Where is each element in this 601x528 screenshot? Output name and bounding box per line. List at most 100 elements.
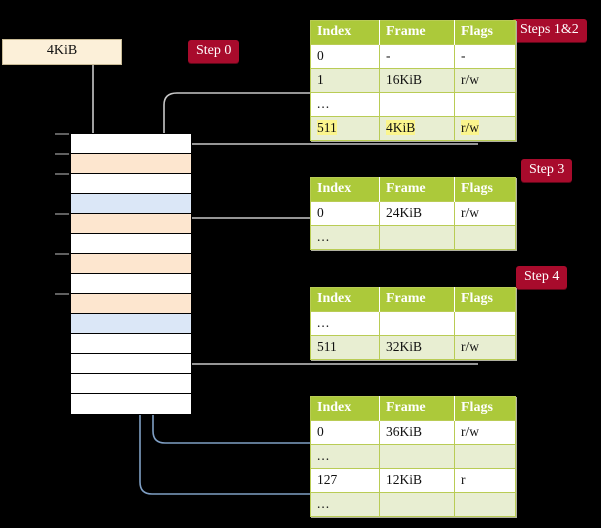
memory-frame-row	[71, 334, 191, 354]
table-row: 1 16KiB r/w	[310, 68, 516, 93]
cell-index: ...	[310, 492, 380, 517]
table-row: ...	[310, 444, 516, 469]
memory-frame-row	[71, 234, 191, 254]
column-header-flags: Flags	[454, 396, 516, 421]
cell-frame	[379, 92, 455, 117]
column-header-flags: Flags	[454, 287, 516, 312]
cell-value: 0	[317, 48, 324, 63]
cell-flags	[454, 492, 516, 517]
cell-value: 511	[317, 339, 337, 354]
wire-memory-to-table2	[172, 143, 478, 170]
cell-flags	[454, 311, 516, 336]
cell-value: 4KiB	[386, 120, 416, 135]
column-header-frame: Frame	[379, 287, 455, 312]
cell-value	[461, 96, 464, 111]
column-header-flags: Flags	[454, 177, 516, 202]
cell-value: 32KiB	[386, 339, 423, 354]
memory-row-tick	[55, 293, 69, 295]
cell-value: r/w	[461, 205, 479, 220]
badge-step-3: Step 3	[521, 159, 573, 182]
table-row: ...	[310, 92, 516, 117]
cell-frame: -	[379, 44, 455, 69]
cell-value: 12KiB	[386, 472, 423, 487]
cell-value: 127	[317, 472, 338, 487]
cell-flags	[454, 92, 516, 117]
column-header-frame: Frame	[379, 396, 455, 421]
cell-frame	[379, 492, 455, 517]
cell-frame	[379, 444, 455, 469]
column-header-flags: Flags	[454, 20, 516, 45]
source-size-box: 4KiB	[2, 39, 122, 65]
memory-frame-row	[71, 394, 191, 414]
memory-frame-row	[71, 274, 191, 294]
cell-value	[386, 315, 389, 330]
memory-frame-row	[71, 354, 191, 374]
memory-frame-row	[71, 174, 191, 194]
cell-flags: r	[454, 468, 516, 493]
memory-frame-row	[71, 254, 191, 274]
column-header-index: Index	[310, 20, 380, 45]
cell-value	[386, 229, 389, 244]
memory-frame-row	[71, 154, 191, 174]
cell-value: ...	[317, 96, 331, 111]
cell-value: ...	[317, 229, 331, 244]
cell-value: r	[461, 472, 466, 487]
memory-frame-row	[71, 314, 191, 334]
cell-value: 16KiB	[386, 72, 423, 87]
badge-step-0: Step 0	[188, 40, 240, 63]
cell-frame: 12KiB	[379, 468, 455, 493]
cell-index: 0	[310, 201, 380, 226]
cell-frame	[379, 225, 455, 250]
table-row: 0 - -	[310, 44, 516, 69]
memory-frame-row	[71, 294, 191, 314]
table-row: 511 4KiB r/w	[310, 116, 516, 141]
cell-value: r/w	[461, 120, 479, 135]
memory-row-tick	[55, 153, 69, 155]
physical-memory-column	[70, 133, 192, 415]
cell-value	[461, 315, 464, 330]
cell-flags: -	[454, 44, 516, 69]
memory-frame-row	[71, 194, 191, 214]
badge-step-4: Step 4	[516, 266, 568, 289]
memory-row-tick	[55, 133, 69, 135]
cell-value: -	[386, 48, 391, 63]
column-header-index: Index	[310, 287, 380, 312]
cell-value	[386, 448, 389, 463]
cell-flags	[454, 444, 516, 469]
cell-frame: 24KiB	[379, 201, 455, 226]
cell-value: ...	[317, 448, 331, 463]
cell-index: 0	[310, 420, 380, 445]
table-row: 127 12KiB r	[310, 468, 516, 493]
cell-index: ...	[310, 92, 380, 117]
column-header-index: Index	[310, 396, 380, 421]
column-header-index: Index	[310, 177, 380, 202]
cell-flags: r/w	[454, 68, 516, 93]
memory-row-tick	[55, 253, 69, 255]
cell-index: 127	[310, 468, 380, 493]
column-header-frame: Frame	[379, 20, 455, 45]
cell-flags: r/w	[454, 201, 516, 226]
table-row: ...	[310, 225, 516, 250]
memory-row-tick	[55, 213, 69, 215]
memory-frame-row	[71, 214, 191, 234]
cell-index: 511	[310, 116, 380, 141]
cell-flags: r/w	[454, 116, 516, 141]
badge-steps-1-2: Steps 1&2	[512, 19, 587, 42]
table-row: ...	[310, 311, 516, 336]
cell-index: 1	[310, 68, 380, 93]
memory-row-tick	[55, 173, 69, 175]
cell-value: 511	[317, 120, 337, 135]
cell-frame: 4KiB	[379, 116, 455, 141]
memory-frame-row	[71, 134, 191, 154]
column-header-frame: Frame	[379, 177, 455, 202]
cell-index: ...	[310, 311, 380, 336]
cell-index: 0	[310, 44, 380, 69]
